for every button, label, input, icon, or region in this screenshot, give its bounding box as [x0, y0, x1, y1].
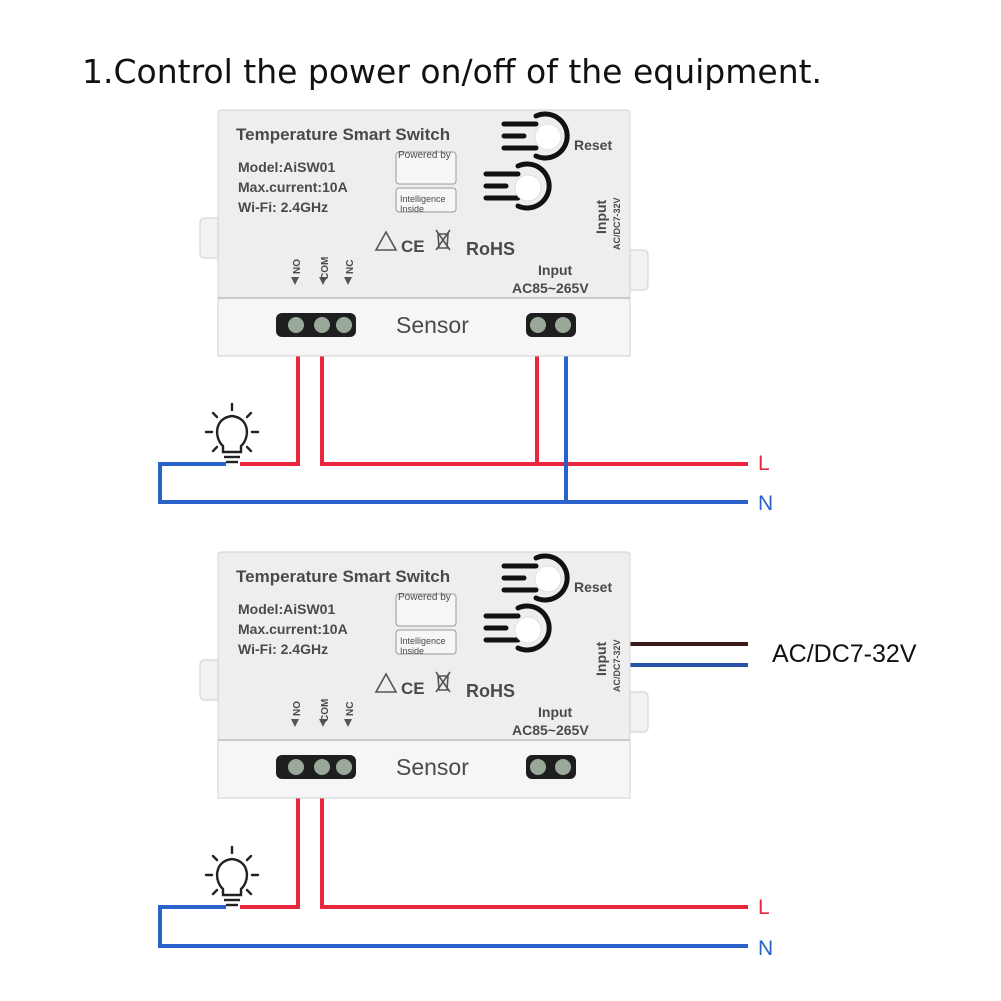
device-name: Temperature Smart Switch — [236, 125, 450, 144]
terminal-com-label: COM — [320, 699, 331, 722]
terminal-com-label: COM — [320, 257, 331, 280]
main-input-label: Input — [538, 262, 573, 278]
device-1: Temperature Smart Switch Model:AiSW01 Ma… — [200, 110, 648, 356]
live-label: L — [758, 896, 770, 919]
side-input-label: Input — [593, 641, 609, 676]
reset-label: Reset — [574, 579, 612, 595]
sensor-label: Sensor — [396, 754, 469, 780]
device-name: Temperature Smart Switch — [236, 567, 450, 586]
live-label: L — [758, 452, 770, 475]
powered-by-label: Powered by — [398, 592, 451, 603]
sensor-label: Sensor — [396, 312, 469, 338]
main-input-label: Input — [538, 704, 573, 720]
device-model: Model:AiSW01 — [238, 601, 335, 617]
light-bulb-icon — [204, 402, 260, 464]
inside-label: Inside — [400, 204, 424, 214]
rohs-mark: RoHS — [466, 239, 515, 259]
neutral-label: N — [758, 937, 773, 960]
device-wifi: Wi-Fi: 2.4GHz — [238, 199, 328, 215]
side-input-sub: AC/DC7-32V — [612, 639, 622, 692]
terminal-nc-label: NC — [345, 702, 356, 716]
terminal-no-label: NO — [292, 259, 303, 274]
device-max-current: Max.current:10A — [238, 179, 348, 195]
powered-by-label: Powered by — [398, 150, 451, 161]
light-bulb-icon — [204, 845, 260, 907]
rohs-mark: RoHS — [466, 681, 515, 701]
device-wifi: Wi-Fi: 2.4GHz — [238, 641, 328, 657]
dc-supply-label: AC/DC7-32V — [772, 640, 917, 668]
terminal-nc-label: NC — [345, 260, 356, 274]
page-title: 1.Control the power on/off of the equipm… — [82, 52, 823, 91]
terminal-no-label: NO — [292, 701, 303, 716]
intelligence-label: Intelligence — [400, 636, 446, 646]
neutral-label: N — [758, 492, 773, 515]
reset-label: Reset — [574, 137, 612, 153]
diagram-2-wires — [158, 642, 748, 948]
device-max-current: Max.current:10A — [238, 621, 348, 637]
main-input-sub: AC85~265V — [512, 722, 589, 738]
ce-mark: CE — [401, 237, 425, 256]
diagram-2: Temperature Smart Switch Model:AiSW01 Ma… — [158, 552, 917, 960]
device-model: Model:AiSW01 — [238, 159, 335, 175]
side-input-sub: AC/DC7-32V — [612, 197, 622, 250]
main-input-sub: AC85~265V — [512, 280, 589, 296]
intelligence-label: Intelligence — [400, 194, 446, 204]
inside-label: Inside — [400, 646, 424, 656]
diagram-1: Temperature Smart Switch Model:AiSW01 Ma… — [158, 110, 773, 515]
ce-mark: CE — [401, 679, 425, 698]
device-2: Temperature Smart Switch Model:AiSW01 Ma… — [200, 552, 648, 798]
side-input-label: Input — [593, 199, 609, 234]
